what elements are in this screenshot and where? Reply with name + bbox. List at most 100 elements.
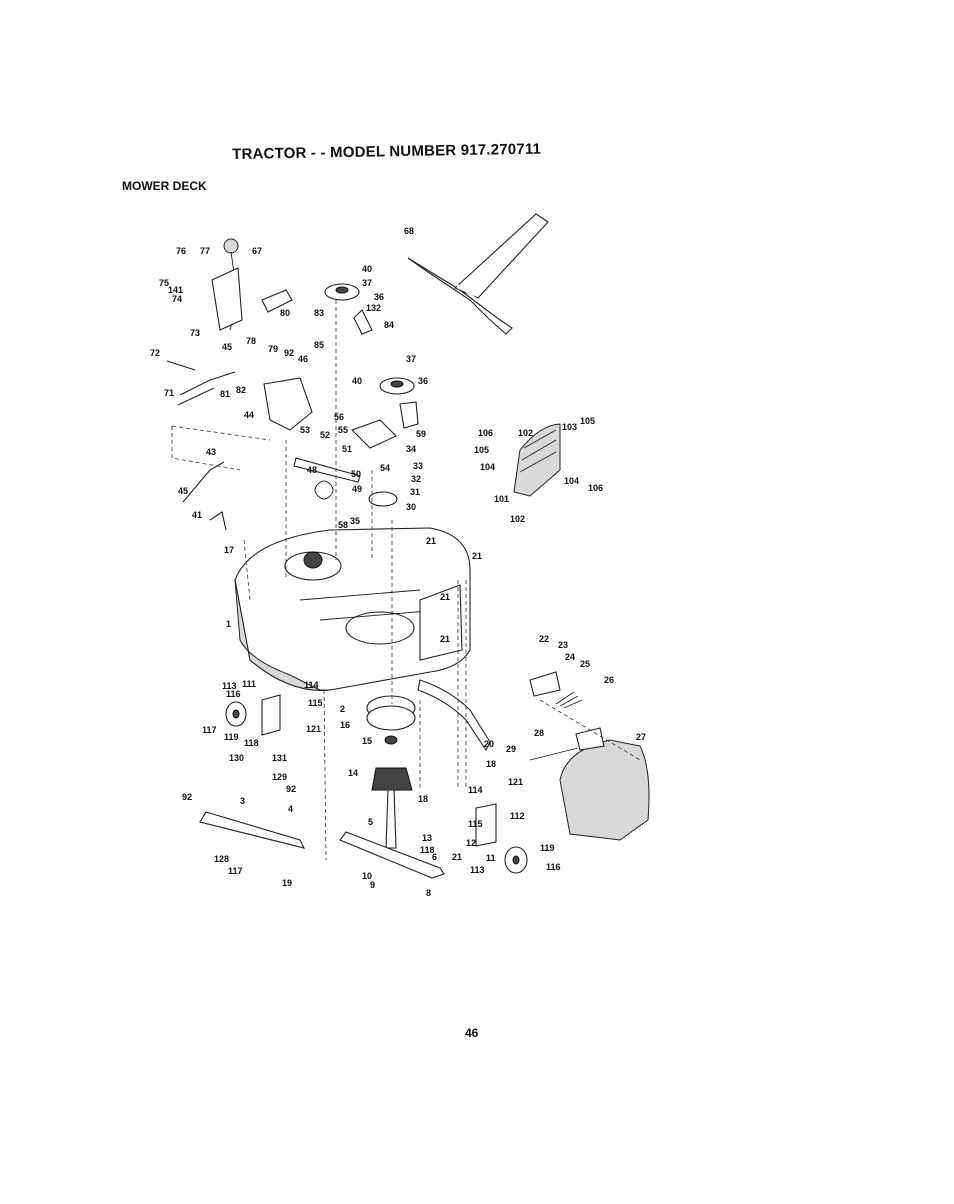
part-label: 105 xyxy=(474,445,489,455)
part-label: 21 xyxy=(440,634,450,644)
part-label: 3 xyxy=(240,796,245,806)
part-label: 78 xyxy=(246,336,256,346)
part-label: 80 xyxy=(280,308,290,318)
part-label: 48 xyxy=(307,465,317,475)
v-belt-drawing xyxy=(407,213,549,335)
part-label: 105 xyxy=(580,416,595,426)
part-label: 115 xyxy=(308,698,323,708)
part-label: 27 xyxy=(636,732,646,742)
part-label: 53 xyxy=(300,425,310,435)
part-label: 44 xyxy=(244,410,254,420)
part-label: 128 xyxy=(214,854,229,864)
part-label: 12 xyxy=(466,838,476,848)
part-label: 21 xyxy=(426,536,436,546)
part-label: 25 xyxy=(580,659,590,669)
part-label: 46 xyxy=(298,354,308,364)
part-label: 101 xyxy=(494,494,509,504)
pulley-drawing xyxy=(324,283,419,507)
part-label: 116 xyxy=(546,862,561,872)
part-label: 92 xyxy=(284,348,294,358)
part-label: 23 xyxy=(558,640,568,650)
part-label: 49 xyxy=(352,484,362,494)
part-label: 92 xyxy=(286,784,296,794)
section-title: MOWER DECK xyxy=(122,179,207,193)
alignment-lines xyxy=(171,300,641,861)
spindle-assembly-drawing xyxy=(366,695,416,849)
part-label: 121 xyxy=(508,777,523,787)
part-label: 118 xyxy=(420,845,435,855)
part-label: 9 xyxy=(370,880,375,890)
part-label: 111 xyxy=(242,679,256,689)
deck-shell-drawing xyxy=(529,727,650,841)
part-label: 2 xyxy=(340,704,345,714)
part-label: 11 xyxy=(486,853,496,863)
part-label: 58 xyxy=(338,520,348,530)
gauge-wheel-drawing xyxy=(225,694,528,874)
part-label: 112 xyxy=(510,811,525,821)
part-label: 37 xyxy=(362,278,372,288)
part-label: 33 xyxy=(413,461,423,471)
part-label: 84 xyxy=(384,320,394,330)
part-label: 104 xyxy=(564,476,579,486)
linkage-parts-drawing xyxy=(166,238,293,531)
part-label: 34 xyxy=(406,444,416,454)
part-label: 54 xyxy=(380,463,390,473)
part-label: 28 xyxy=(534,728,544,738)
part-label: 5 xyxy=(368,817,373,827)
part-label: 71 xyxy=(164,388,174,398)
part-label: 113 xyxy=(222,681,237,691)
part-label: 85 xyxy=(314,340,324,350)
deck-housing-drawing xyxy=(234,527,471,691)
part-label: 45 xyxy=(178,486,188,496)
part-label: 30 xyxy=(406,502,416,512)
part-label: 92 xyxy=(182,792,192,802)
part-label: 106 xyxy=(588,483,603,493)
part-label: 20 xyxy=(484,739,494,749)
part-label: 29 xyxy=(506,744,516,754)
part-label: 129 xyxy=(272,772,287,782)
part-label: 114 xyxy=(304,680,319,690)
part-label: 36 xyxy=(374,292,384,302)
part-label: 130 xyxy=(229,753,244,763)
part-label: 72 xyxy=(150,348,160,358)
part-label: 119 xyxy=(224,732,239,742)
part-label: 106 xyxy=(478,428,493,438)
part-label: 19 xyxy=(282,878,292,888)
side-deflector-drawing xyxy=(513,423,561,497)
part-label: 141 xyxy=(168,285,183,295)
part-label: 24 xyxy=(565,652,575,662)
part-label: 82 xyxy=(236,385,246,395)
part-label: 115 xyxy=(468,819,483,829)
part-label: 32 xyxy=(411,474,421,484)
part-label: 116 xyxy=(226,689,241,699)
part-label: 102 xyxy=(510,514,525,524)
part-label: 81 xyxy=(220,389,230,399)
part-label: 15 xyxy=(362,736,372,746)
part-label: 22 xyxy=(539,634,549,644)
part-label: 36 xyxy=(418,376,428,386)
part-label: 6 xyxy=(432,852,437,862)
part-label: 21 xyxy=(440,592,450,602)
part-label: 16 xyxy=(340,720,350,730)
part-label: 43 xyxy=(206,447,216,457)
part-label: 17 xyxy=(224,545,234,555)
part-label: 4 xyxy=(288,804,293,814)
part-label: 45 xyxy=(222,342,232,352)
part-label: 83 xyxy=(314,308,324,318)
part-label: 21 xyxy=(472,551,482,561)
part-label: 37 xyxy=(406,354,416,364)
part-label: 75 xyxy=(159,278,169,288)
deck-hanger-drawing xyxy=(417,671,583,752)
part-label: 74 xyxy=(172,294,182,304)
part-label: 67 xyxy=(252,246,262,256)
part-label: 41 xyxy=(192,510,202,520)
part-label: 14 xyxy=(348,768,358,778)
part-label: 76 xyxy=(176,246,186,256)
part-label: 51 xyxy=(342,444,352,454)
part-label: 102 xyxy=(518,428,533,438)
part-label: 50 xyxy=(351,469,361,479)
part-label: 52 xyxy=(320,430,330,440)
part-label: 117 xyxy=(228,866,243,876)
part-label: 26 xyxy=(604,675,614,685)
part-label: 73 xyxy=(190,328,200,338)
